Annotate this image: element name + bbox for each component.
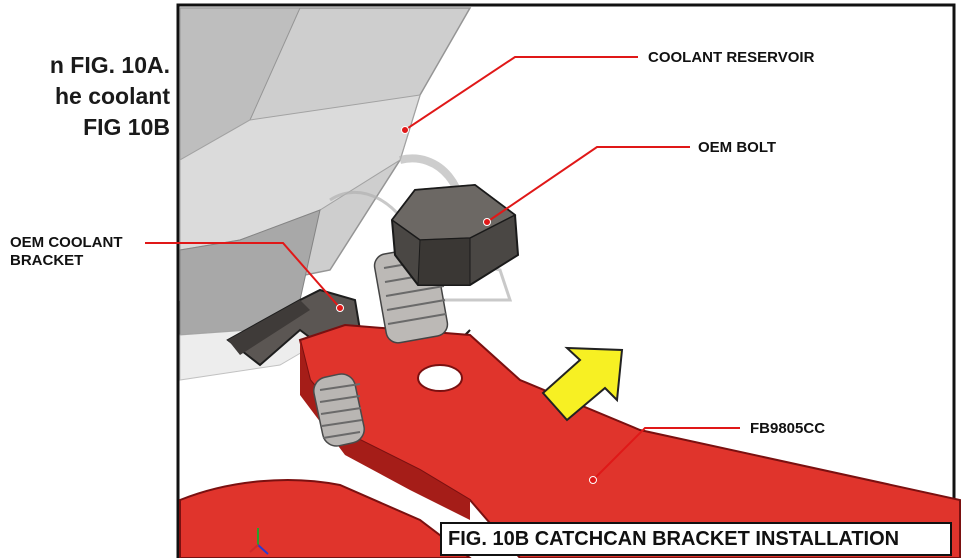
label-oem-coolant-bracket-line2: BRACKET: [10, 252, 84, 269]
leader-dots: [336, 126, 597, 484]
instruction-text: n FIG. 10A. he coolant FIG 10B: [0, 50, 170, 143]
instruction-line-3: FIG 10B: [83, 114, 170, 140]
figure-caption: FIG. 10B CATCHCAN BRACKET INSTALLATION: [440, 522, 952, 556]
oem-bolt: [373, 183, 520, 344]
lower-stud: [313, 373, 365, 447]
leader-oem-bolt: [486, 146, 690, 223]
axis-triad-icon: [249, 528, 269, 555]
label-oem-coolant-bracket: OEM COOLANT BRACKET: [10, 234, 123, 270]
label-oem-bolt: OEM BOLT: [698, 139, 777, 156]
direction-arrow: [541, 346, 624, 422]
label-part-number: FB9805CC: [750, 420, 826, 437]
leader-lines: [145, 56, 740, 481]
instruction-line-1: n FIG. 10A.: [49, 52, 170, 78]
fb9805cc-bracket: [179, 323, 961, 558]
label-oem-coolant-bracket-line1: OEM COOLANT: [10, 234, 123, 251]
leader-fb9805cc: [592, 427, 740, 481]
leader-coolant-reservoir: [404, 56, 638, 131]
instruction-line-2: he coolant: [54, 83, 170, 109]
label-coolant-reservoir: COOLANT RESERVOIR: [648, 49, 815, 66]
leader-oem-bracket: [145, 242, 341, 309]
